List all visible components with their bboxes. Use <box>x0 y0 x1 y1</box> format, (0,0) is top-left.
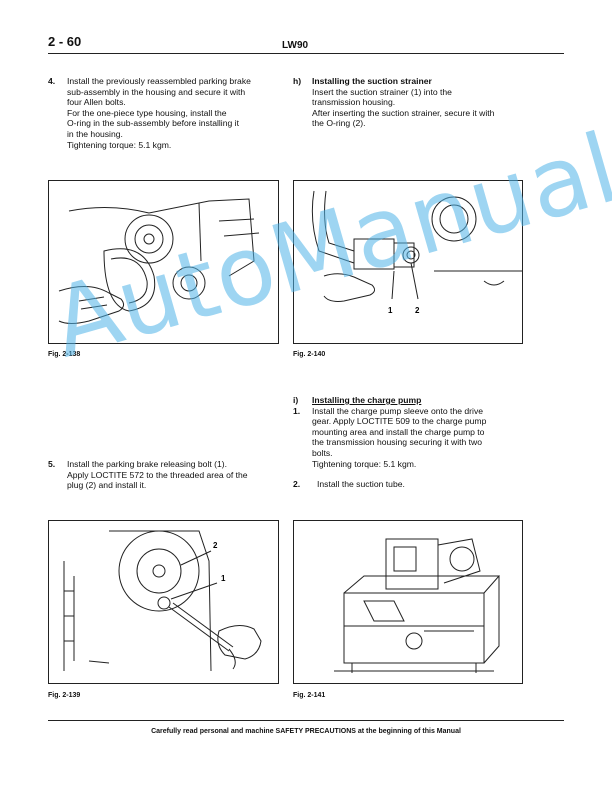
section-i-line: mounting area and install the charge pum… <box>312 426 485 437</box>
step-5-line: plug (2) and install it. <box>67 480 147 491</box>
section-i-line: bolts. <box>312 447 333 458</box>
figure-2-139-caption: Fig. 2-139 <box>48 692 81 699</box>
model-title: LW90 <box>282 40 309 51</box>
step-4-line: sub-assembly in the housing and secure i… <box>67 86 246 97</box>
section-i-marker: i) <box>293 395 299 405</box>
section-h-title: Installing the suction strainer <box>312 76 432 86</box>
step-4-line: Tightening torque: 5.1 kgm. <box>67 139 172 150</box>
section-h-line: the O-ring (2). <box>312 118 366 129</box>
section-h-marker: h) <box>293 76 302 86</box>
charge-pump-illustration <box>334 538 501 673</box>
figure-2-138-caption: Fig. 2-138 <box>48 351 81 358</box>
header-rule <box>48 53 564 54</box>
step-5-number: 5. <box>48 459 56 469</box>
step-4-line: four Allen bolts. <box>67 97 126 108</box>
section-i-line: Tightening torque: 5.1 kgm. <box>312 458 417 469</box>
suction-strainer-illustration: 1 2 <box>311 190 522 315</box>
callout-2: 2 <box>213 541 218 550</box>
step-4-line: O-ring in the sub-assembly before instal… <box>67 118 239 129</box>
figure-2-140-caption: Fig. 2-140 <box>293 351 326 358</box>
step-4-line: in the housing. <box>67 128 123 139</box>
section-i-line: gear. Apply LOCTITE 509 to the charge pu… <box>312 416 487 427</box>
section-i: i) Installing the charge pump 1. Install… <box>293 395 521 490</box>
figure-2-138 <box>48 180 279 344</box>
callout-2: 2 <box>415 306 420 315</box>
section-i-title: Installing the charge pump <box>312 395 422 405</box>
section-h-line: transmission housing. <box>312 97 396 108</box>
figure-2-141-caption: Fig. 2-141 <box>293 692 326 699</box>
brake-releasing-bolt-illustration: 2 1 <box>63 530 262 672</box>
section-i-step-1-number: 1. <box>293 405 301 416</box>
section-i-step-2-number: 2. <box>293 479 301 490</box>
section-h-line: Insert the suction strainer (1) into the <box>312 86 452 97</box>
section-i-line: Install the charge pump sleeve onto the … <box>312 405 484 416</box>
section-i-step-2-text: Install the suction tube. <box>317 479 405 490</box>
step-4: 4. Install the previously reassembled pa… <box>48 76 276 150</box>
figure-2-140: 1 2 <box>293 180 523 344</box>
section-i-line: the transmission housing securing it wit… <box>312 437 483 448</box>
callout-1: 1 <box>221 574 226 583</box>
footer-rule <box>48 720 564 721</box>
step-4-line: Install the previously reassembled parki… <box>67 76 251 86</box>
section-h-line: After inserting the suction strainer, se… <box>312 107 495 118</box>
step-5: 5. Install the parking brake releasing b… <box>48 459 276 491</box>
figure-2-139: 2 1 <box>48 520 279 684</box>
step-5-line: Install the parking brake releasing bolt… <box>67 459 228 469</box>
parking-brake-illustration <box>58 198 260 324</box>
footer-safety-note: Carefully read personal and machine SAFE… <box>151 728 461 735</box>
figure-2-141 <box>293 520 523 684</box>
step-4-line: For the one-piece type housing, install … <box>67 107 227 118</box>
step-4-number: 4. <box>48 76 56 86</box>
callout-1: 1 <box>388 306 393 315</box>
page-number: 2 - 60 <box>48 34 82 49</box>
section-h: h) Installing the suction strainer Inser… <box>293 76 521 129</box>
step-5-line: Apply LOCTITE 572 to the threaded area o… <box>67 469 248 480</box>
